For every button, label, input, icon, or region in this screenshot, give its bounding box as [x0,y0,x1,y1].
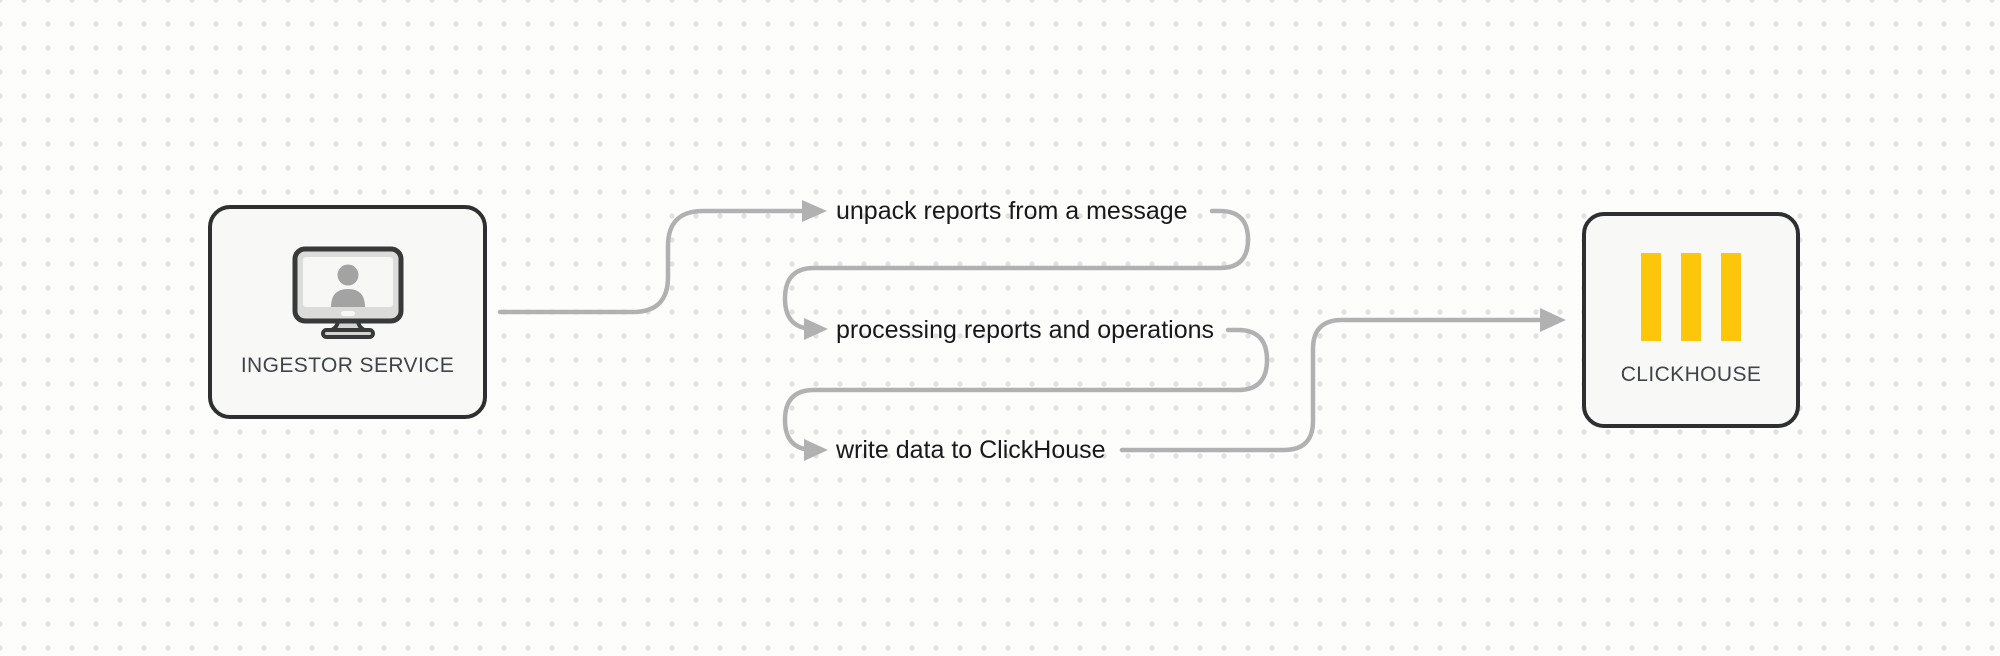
node-clickhouse: CLICKHOUSE [1582,212,1800,428]
ingestor-node-label: INGESTOR SERVICE [240,354,455,377]
clickhouse-logo-bar [1681,253,1701,341]
workstation-user-icon [292,246,403,339]
arrowhead-step2-icon [804,318,828,340]
step-label-processing-reports: processing reports and operations [836,316,1215,344]
arrowhead-step1-icon [802,200,827,222]
step-label-write-data: write data to ClickHouse [836,436,1106,464]
connector-step1-to-step2 [782,208,1251,332]
connector-step2-to-step3 [782,327,1270,453]
clickhouse-logo-icon [1641,253,1741,341]
connector-step3-to-clickhouse [1119,317,1543,453]
node-ingestor-service: INGESTOR SERVICE [208,205,487,419]
arrowhead-clickhouse-icon [1540,308,1566,332]
clickhouse-logo-bar [1641,253,1661,341]
clickhouse-logo-bar [1721,253,1741,341]
arrowhead-step3-icon [804,439,828,461]
step-label-unpack-reports: unpack reports from a message [836,197,1188,225]
clickhouse-node-label: CLICKHOUSE [1620,363,1762,386]
connector-ingestor-to-step1 [497,208,805,315]
